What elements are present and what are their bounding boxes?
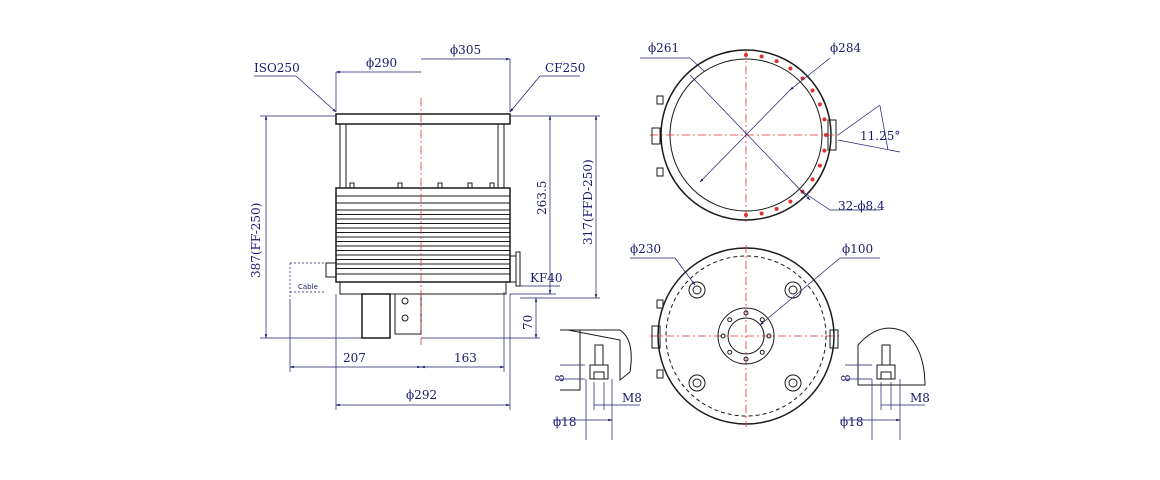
bolt-hole [744, 53, 748, 57]
bolt-hole [822, 148, 827, 153]
height-387-label: 387(FF-250) [249, 203, 263, 278]
bolt-hole [810, 88, 815, 93]
bolt-hole [810, 177, 815, 182]
cooling-fins [336, 209, 510, 269]
bolt-hole [788, 66, 793, 71]
phi290-label: ϕ290 [366, 56, 397, 70]
bolt-hole [822, 117, 827, 122]
pump-body [335, 187, 511, 283]
bolt-hole [744, 213, 748, 217]
bolt-hole [824, 133, 828, 137]
inner-bolt-hole [759, 349, 765, 355]
m8-left-label: M8 [622, 391, 642, 405]
bolt-hole [759, 54, 764, 59]
bolt-hole [759, 211, 764, 216]
cable-connector [325, 262, 337, 278]
phi284-label: ϕ284 [830, 41, 861, 55]
inner-bolt-hole [766, 333, 772, 339]
kf40-port [509, 255, 517, 283]
inner-bolt-hole [727, 317, 733, 323]
dim-163-label: 163 [454, 351, 477, 365]
bolt-hole [774, 206, 779, 211]
phi261-label: ϕ261 [648, 41, 679, 55]
phi305-label: ϕ305 [450, 43, 481, 57]
inner-bolt-hole [759, 317, 765, 323]
detail-right: 8 M8 ϕ18 [839, 327, 930, 440]
motor-housing [361, 293, 391, 339]
dim-207-label: 207 [343, 351, 366, 365]
phi292-label: ϕ292 [406, 388, 437, 402]
inner-bolt-hole [743, 310, 749, 316]
detail-left: 8 M8 ϕ18 [553, 329, 642, 440]
cf250-label: CF250 [545, 61, 585, 75]
height-317-label: 317(FFD-250) [581, 159, 595, 245]
kf40-label: KF40 [530, 271, 563, 285]
phi18-left-label: ϕ18 [553, 415, 576, 429]
phi100-label: ϕ100 [842, 242, 873, 256]
iso250-label: ISO250 [254, 61, 300, 75]
inner-bolt-hole [743, 356, 749, 362]
bolt-hole [817, 102, 822, 107]
eight-right-label: 8 [839, 374, 853, 382]
inner-bolt-hole [727, 349, 733, 355]
holes-label: 32-ϕ8.4 [838, 199, 885, 213]
dim-70-label: 70 [521, 315, 535, 330]
top-view-upper: ϕ261 ϕ284 11.25° 32-ϕ8.4 [640, 41, 900, 222]
phi18-right-label: ϕ18 [840, 415, 863, 429]
side-view: ISO250 ϕ290 ϕ305 CF250 387(FF-250) 263.5… [249, 43, 600, 410]
angle-label: 11.25° [860, 129, 900, 143]
bolt-hole [774, 59, 779, 64]
bolt-holes-ring [744, 53, 828, 217]
inner-bolt-hole [720, 333, 726, 339]
bolt-hole [788, 199, 793, 204]
m8-right-label: M8 [910, 391, 930, 405]
bolt-hole [817, 163, 822, 168]
bottom-view-lower: ϕ230 ϕ100 [630, 242, 880, 427]
mount-holes [688, 281, 802, 392]
top-flange [335, 113, 511, 125]
cable-label: Cable [298, 283, 318, 291]
eight-left-label: 8 [553, 374, 567, 382]
phi230-label: ϕ230 [630, 242, 661, 256]
height-263-label: 263.5 [535, 181, 549, 215]
